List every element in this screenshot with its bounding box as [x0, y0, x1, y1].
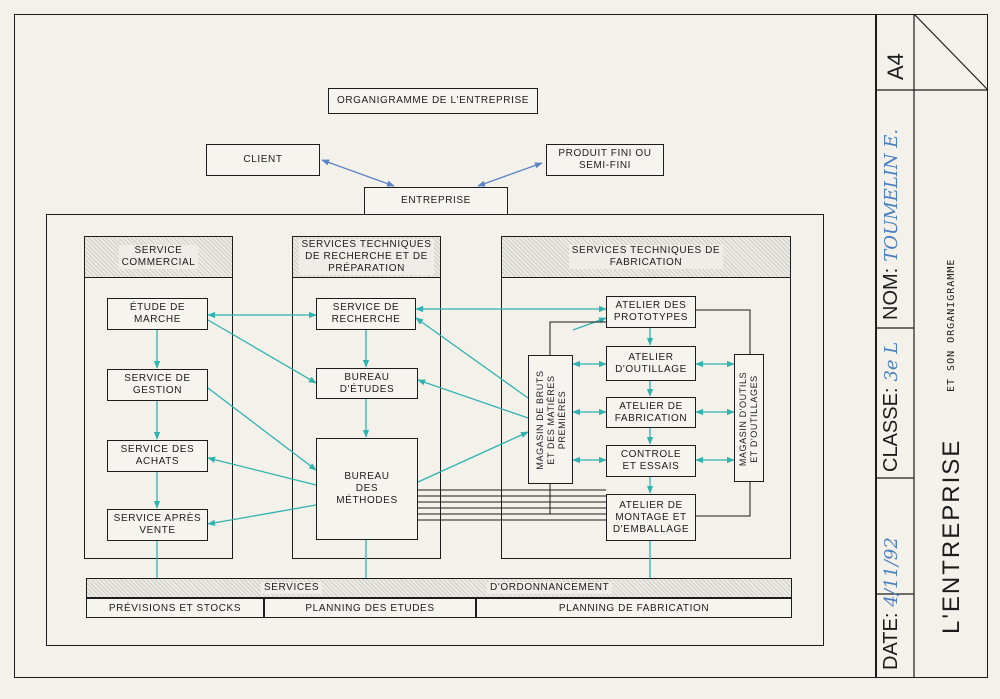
service-recherche-box: SERVICE DE RECHERCHE	[316, 298, 416, 330]
entreprise-box: ENTREPRISE	[364, 187, 508, 215]
arrow-methodes-magasin	[417, 431, 529, 483]
controle-essais-box: CONTROLE ET ESSAIS	[606, 445, 696, 477]
arrow-etudes-magasin	[417, 379, 529, 419]
arrow-gestion-methodes	[207, 387, 317, 471]
date-field: DATE: 4/11/92	[880, 537, 903, 670]
arrow-product-entreprise	[477, 162, 543, 187]
service-achats-box: SERVICE DES ACHATS	[107, 440, 208, 472]
planning-cell-fabrication: PLANNING DE FABRICATION	[476, 598, 792, 618]
arrow-apres-methodes	[207, 504, 317, 526]
magasin-outils-box: MAGASIN D'OUTILS ET D'OUTILLAGES	[734, 354, 764, 482]
title-block	[876, 14, 988, 678]
classe-value: 3e L	[881, 341, 902, 382]
arrow-achats-methodes	[207, 456, 317, 486]
line-proto-outils	[696, 309, 751, 354]
sheet-subtitle: ET SON ORGANIGRAMME	[946, 258, 957, 392]
header-commercial: SERVICE COMMERCIAL	[84, 236, 233, 278]
drawing-border	[14, 14, 876, 678]
line-montage-outils	[696, 482, 751, 517]
black-lines	[418, 309, 751, 521]
diagram-title: ORGANIGRAMME DE L'ENTREPRISE	[328, 88, 538, 114]
header-technique: SERVICES TECHNIQUES DE RECHERCHE ET DE P…	[292, 236, 441, 278]
header-technique-text: SERVICES TECHNIQUES DE RECHERCHE ET DE P…	[298, 239, 435, 275]
classe-label: CLASSE:	[880, 387, 902, 472]
sheet-format: A4	[883, 53, 908, 80]
service-gestion-box: SERVICE DE GESTION	[107, 369, 208, 401]
atelier-outillage-box: ATELIER D'OUTILLAGE	[606, 346, 696, 381]
atelier-prototypes-box: ATELIER DES PROTOTYPES	[606, 296, 696, 328]
bureau-methodes-box: BUREAU DES MÉTHODES	[316, 438, 418, 540]
date-value: 4/11/92	[881, 537, 902, 607]
arrow-recherche-magasin	[415, 317, 529, 399]
etude-marche-box: ÉTUDE DE MARCHE	[107, 298, 208, 330]
client-box: CLIENT	[206, 144, 320, 176]
service-apres-vente-box: SERVICE APRÈS VENTE	[107, 509, 208, 541]
blue-arrows	[321, 159, 543, 187]
arrow-etude-etudes	[207, 319, 317, 384]
ordonnancement-band: SERVICES D'ORDONNANCEMENT	[86, 578, 792, 598]
product-box: PRODUIT FINI OU SEMI-FINI	[546, 144, 664, 176]
header-fabrication-text: SERVICES TECHNIQUES DE FABRICATION	[568, 245, 724, 269]
header-fabrication: SERVICES TECHNIQUES DE FABRICATION	[501, 236, 791, 278]
header-commercial-text: SERVICE COMMERCIAL	[118, 245, 199, 269]
ordonnancement-left: SERVICES	[261, 582, 323, 594]
classe-field: CLASSE: 3e L	[880, 342, 903, 472]
arrow-magasin-prototypes	[572, 317, 607, 331]
sheet-title: L'ENTREPRISE	[938, 438, 965, 634]
line-magasin-top	[549, 321, 606, 355]
nom-label: NOM:	[880, 267, 902, 320]
atelier-fabrication-box: ATELIER DE FABRICATION	[606, 397, 696, 428]
atelier-montage-box: ATELIER DE MONTAGE ET D'EMBALLAGE	[606, 494, 696, 541]
ordonnancement-right: D'ORDONNANCEMENT	[487, 582, 613, 594]
planning-cell-previsions: PRÉVISIONS ET STOCKS	[86, 598, 264, 618]
arrow-client-entreprise	[321, 159, 395, 187]
magasin-bruts-box: MAGASIN DE BRUTS ET DES MATIÈRES PREMIÈR…	[528, 355, 573, 484]
nom-value: TOUMELIN E.	[881, 128, 902, 262]
nom-field: NOM: TOUMELIN E.	[880, 129, 903, 320]
planning-cell-etudes: PLANNING DES ETUDES	[264, 598, 476, 618]
date-label: DATE:	[880, 612, 902, 670]
bureau-etudes-box: BUREAU D'ÉTUDES	[316, 368, 418, 399]
